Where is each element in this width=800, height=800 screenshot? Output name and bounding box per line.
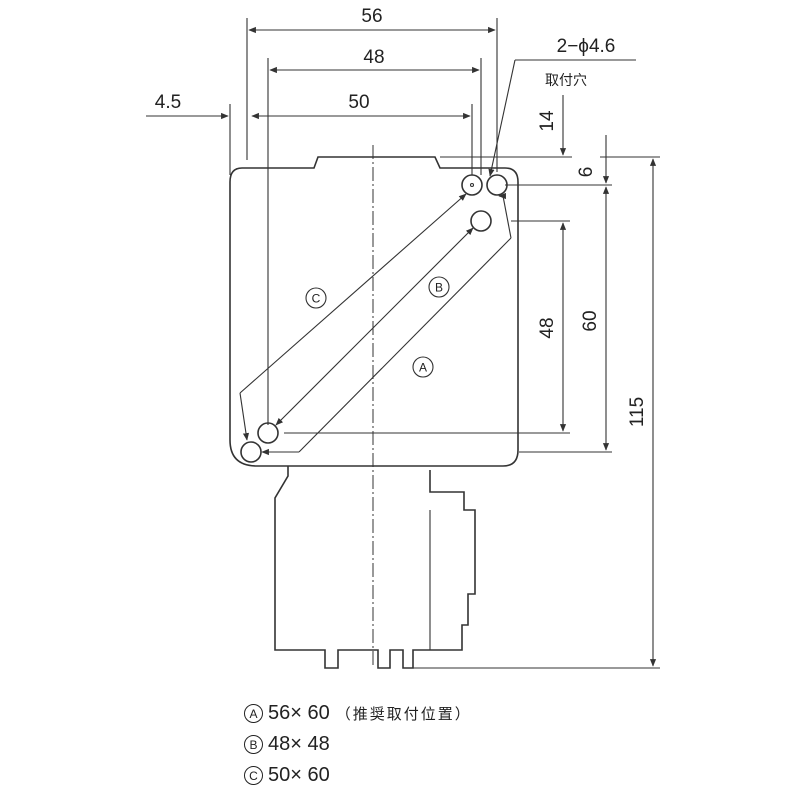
- hole-leader-diagonal: [488, 59, 516, 177]
- legend-mark-c: C: [244, 766, 263, 785]
- hole-mid: [470, 210, 492, 232]
- legend-mark-b: B: [244, 735, 263, 754]
- dim-60-label: 60: [580, 310, 601, 331]
- legend-size-c: 50× 60: [268, 764, 330, 786]
- dim-48-label: 48: [363, 47, 384, 68]
- device-base-outline: [274, 466, 476, 669]
- hole-bottom-left: [240, 441, 262, 463]
- hole-spec-label: 2−ϕ4.6: [557, 36, 616, 57]
- legend-size-b: 48× 48: [268, 733, 330, 755]
- dim-50-label: 50: [348, 92, 369, 113]
- pattern-c-leg: [239, 392, 250, 441]
- legend-size-a: 56× 60: [268, 702, 330, 724]
- dim-14-label: 14: [537, 110, 558, 132]
- hole-top-right: [486, 174, 508, 196]
- legend-row-c: C 50× 60: [244, 760, 472, 791]
- legend-row-b: B 48× 48: [244, 729, 472, 760]
- dim-56-label: 56: [361, 6, 382, 27]
- dim-48-vertical-label: 48: [537, 317, 558, 338]
- legend-note-a: （推奨取付位置）: [335, 705, 472, 723]
- dim-6-label: 6: [576, 167, 597, 178]
- legend-row-a: A 56× 60 （推奨取付位置）: [244, 698, 472, 729]
- dim-4-5-label: 4.5: [155, 92, 181, 113]
- pattern-c-mark-letter: C: [312, 292, 321, 306]
- legend-mark-a: A: [244, 704, 263, 723]
- pattern-b-mark-letter: B: [435, 281, 443, 295]
- device-body-outline: [229, 156, 519, 467]
- pattern-b-arrow: [275, 227, 474, 426]
- hole-center-small: [469, 182, 475, 188]
- hole-top-left: [461, 174, 483, 196]
- pattern-c-mark: [305, 287, 327, 309]
- hole-bottom-mid: [257, 422, 279, 444]
- pattern-a-diagonal: [298, 237, 512, 453]
- hole-spec-japanese: 取付穴: [545, 73, 587, 89]
- pattern-a-mark: [412, 356, 434, 378]
- dim-115-label: 115: [627, 397, 648, 427]
- pattern-b-mark: [428, 276, 450, 298]
- pattern-a-right-leg: [502, 195, 512, 239]
- pattern-legend: A 56× 60 （推奨取付位置） B 48× 48 C 50× 60: [244, 698, 472, 791]
- pattern-a-mark-letter: A: [419, 361, 427, 375]
